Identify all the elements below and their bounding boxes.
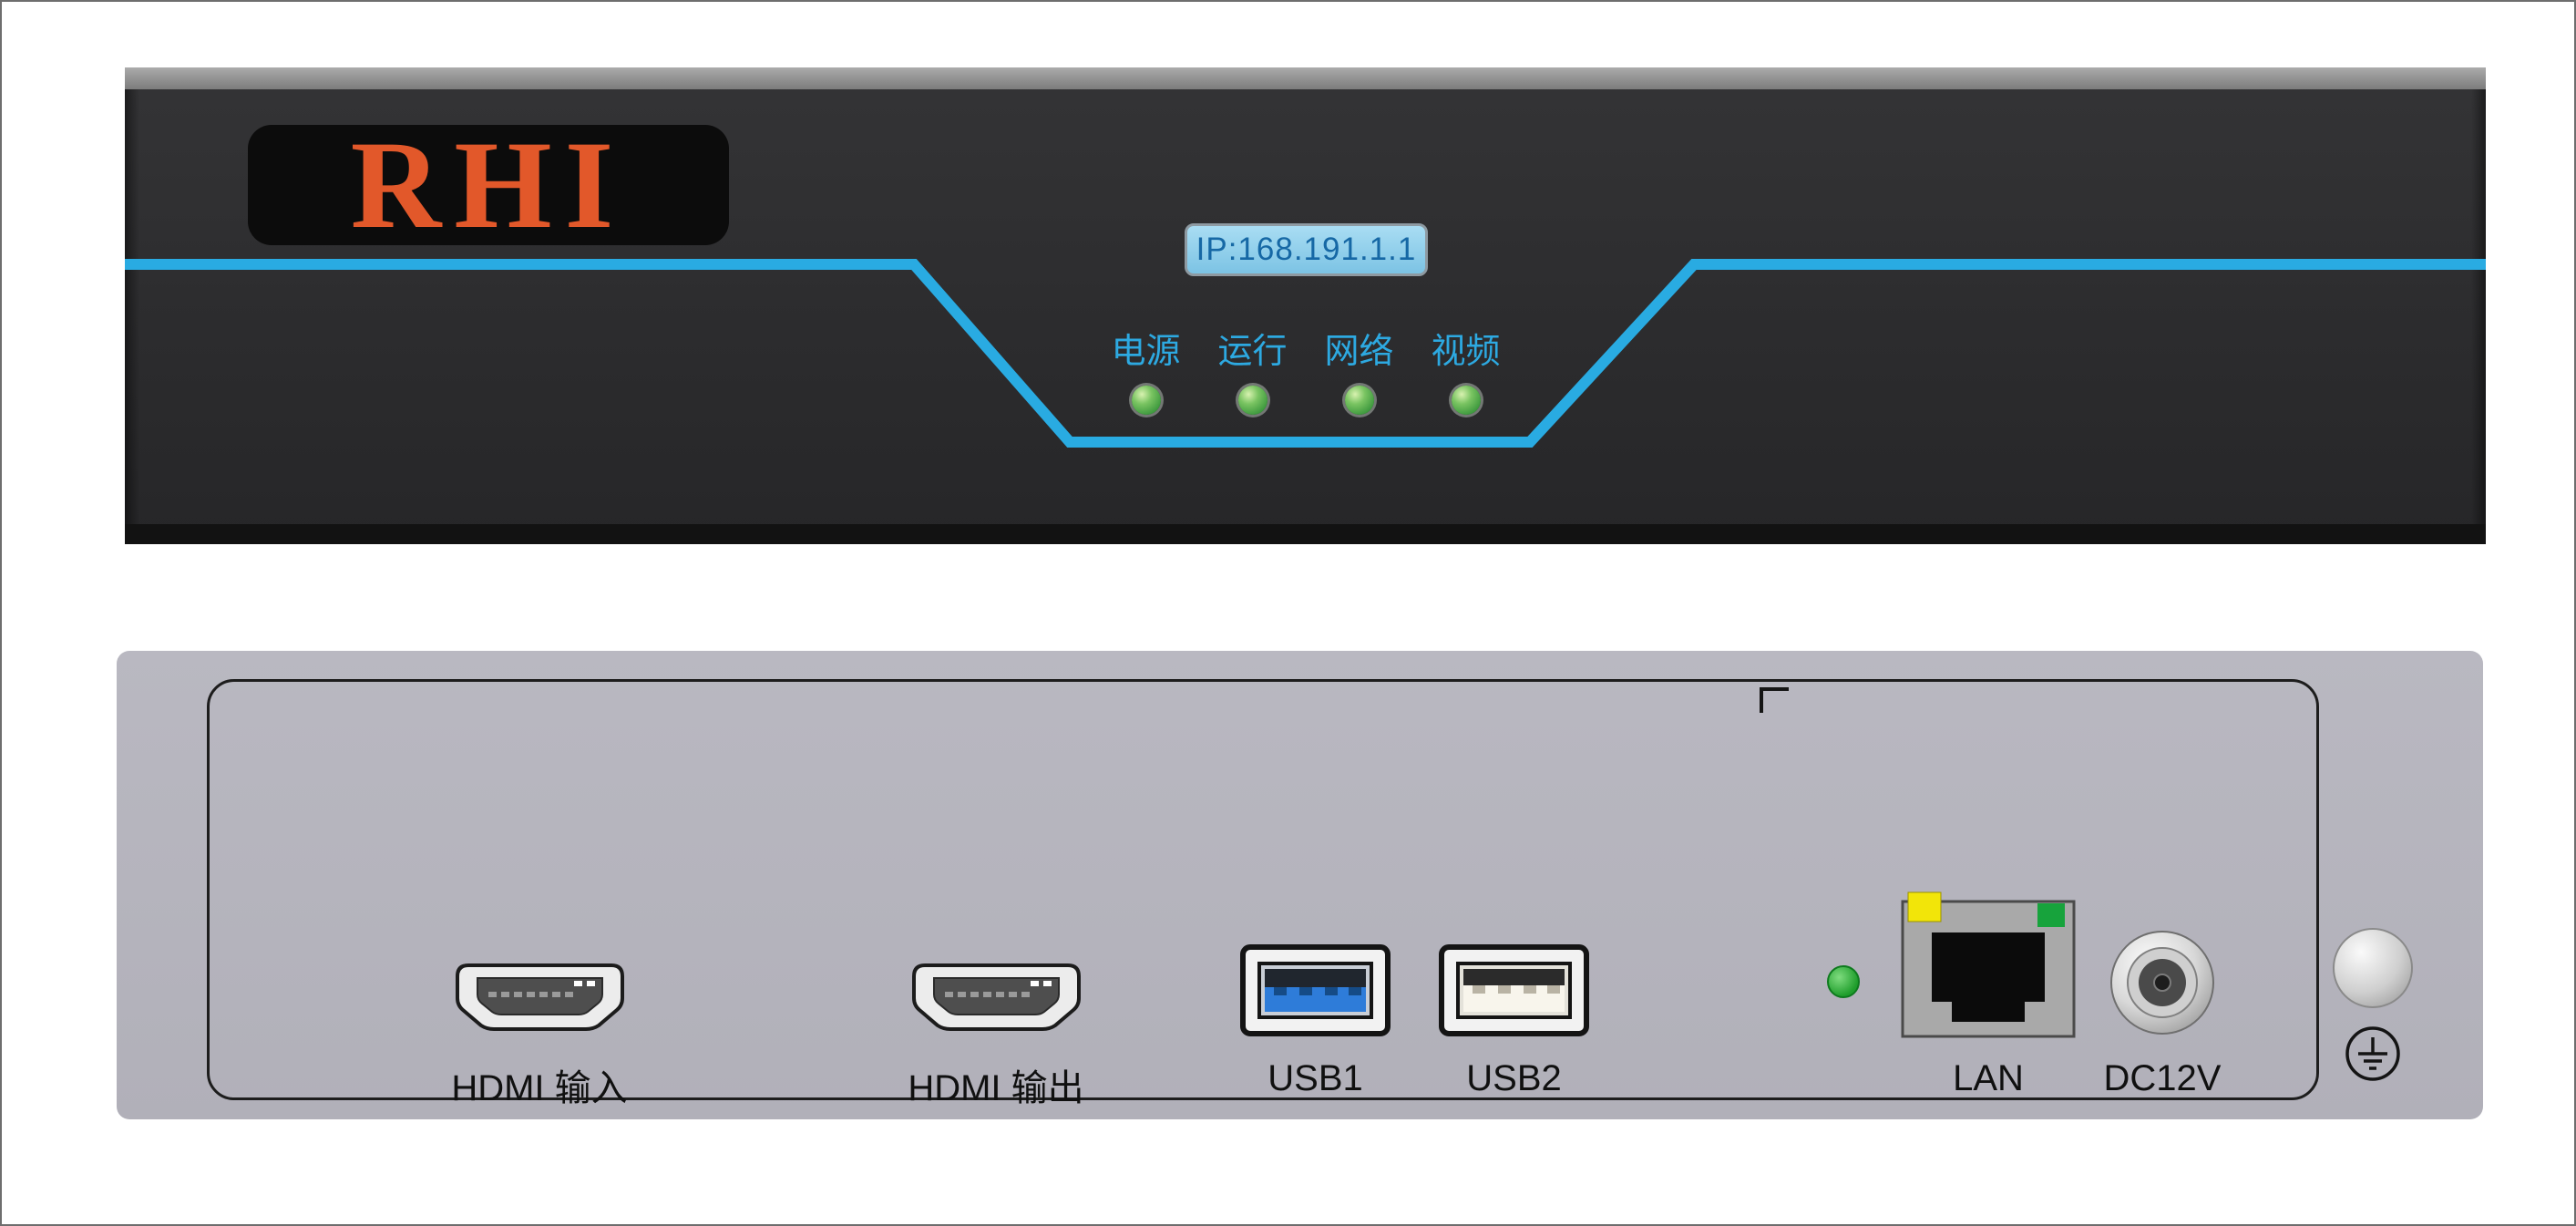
hdmi-out-port-icon <box>912 963 1081 1031</box>
rear-status-led <box>1827 965 1860 998</box>
lan-label: LAN <box>1953 1058 2024 1098</box>
led-network-light <box>1344 386 1374 415</box>
usb2-label: USB2 <box>1466 1058 1562 1098</box>
accent-stripe-line <box>125 259 2486 448</box>
chassis-screw <box>2333 928 2413 1008</box>
rear-panel: HDMI 输入 HDMI 输出 USB1 <box>117 651 2483 1119</box>
brand-logo-text: RHI <box>350 115 627 254</box>
led-run-label: 运行 <box>1217 333 1288 371</box>
usb1-label: USB1 <box>1267 1058 1363 1098</box>
led-power-light <box>1131 386 1161 415</box>
led-item-run: 运行 <box>1199 323 1306 415</box>
led-video-light <box>1451 386 1481 415</box>
led-run-light <box>1237 386 1267 415</box>
led-power-label: 电源 <box>1111 333 1181 371</box>
front-panel-top-bevel <box>125 67 2486 89</box>
lan-port-icon <box>1901 891 2076 1038</box>
led-indicator-group: 电源 运行 网络 视频 <box>1093 323 1519 415</box>
hdmi-in-label: HDMI 输入 <box>451 1068 628 1108</box>
led-item-video: 视频 <box>1412 323 1519 415</box>
ground-symbol-icon <box>2345 1026 2400 1081</box>
usb1-port-icon <box>1240 944 1391 1036</box>
front-panel: RHI IP:168.191.1.1 电源 运行 网络 视频 <box>125 67 2486 544</box>
dc12v-label: DC12V <box>2103 1058 2222 1098</box>
hdmi-in-port-icon <box>456 963 624 1031</box>
brand-logo-plate: RHI <box>248 115 729 254</box>
rear-panel-outline <box>207 679 2319 1100</box>
lan-led-yellow <box>1907 891 1942 922</box>
led-video-label: 视频 <box>1431 333 1501 371</box>
front-panel-bottom-bevel <box>125 524 2486 544</box>
led-item-network: 网络 <box>1306 323 1412 415</box>
lan-socket-opening <box>1932 932 2045 1022</box>
hdmi-out-label: HDMI 输出 <box>908 1068 1084 1108</box>
corner-mark <box>1760 687 1789 713</box>
led-item-power: 电源 <box>1093 323 1199 415</box>
usb2-port-icon <box>1439 944 1589 1036</box>
lan-led-green <box>2037 903 2065 927</box>
dc12v-jack-icon <box>2110 931 2214 1035</box>
accent-stripe <box>125 259 2486 448</box>
led-network-label: 网络 <box>1324 333 1394 371</box>
ip-display-text: IP:168.191.1.1 <box>1196 232 1417 267</box>
ip-display: IP:168.191.1.1 <box>1185 223 1428 276</box>
